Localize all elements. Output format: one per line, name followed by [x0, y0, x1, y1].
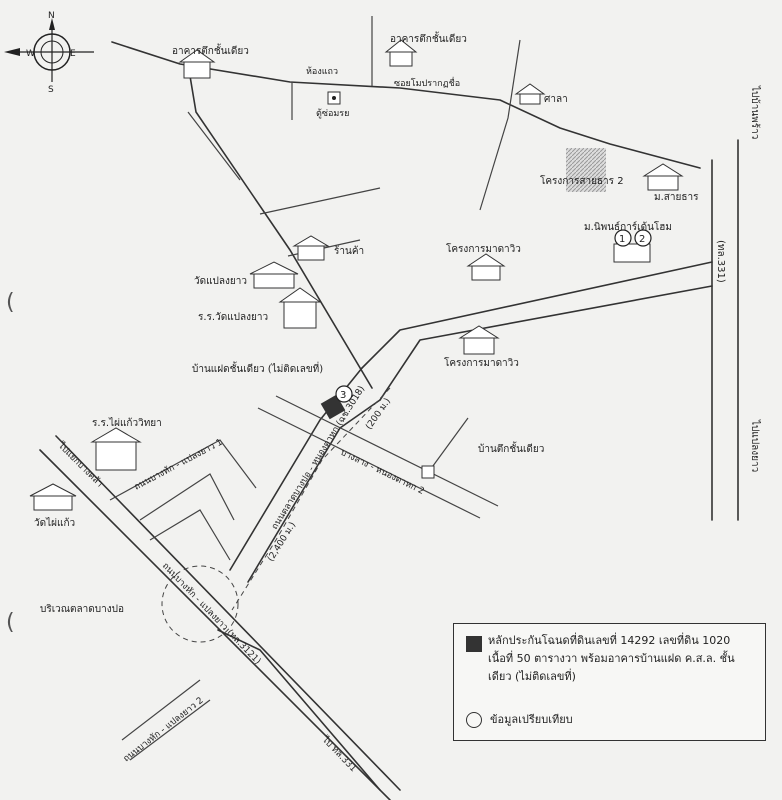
legend-box: หลักประกันโฉนดที่ดินเลขที่ 14292 เลขที่ด…	[453, 623, 766, 741]
project-mala-1-icon	[466, 253, 506, 281]
label-to-331: ไป ทล.331	[319, 734, 359, 774]
label-project-mala-2: โครงการมาดาวิว	[444, 356, 519, 369]
legend-subject-row: หลักประกันโฉนดที่ดินเลขที่ 14292 เลขที่ด…	[466, 626, 757, 690]
project-2-area	[566, 148, 606, 192]
label-soi-bangpakong-1: ถนนบางหัก - แปลงยาว 1	[133, 437, 225, 492]
legend-comparison-row: ข้อมูลเปรียบเทียบ	[466, 712, 757, 732]
comparison-1: 1	[619, 234, 625, 245]
binding-mark-top: (	[6, 290, 15, 315]
label-road-3121: ถนนบางหัก - แปลงยาว (ทล.3121)	[160, 561, 262, 667]
m-saithan-icon	[642, 163, 684, 191]
label-wat-phai-kaeo: วัดไผ่แก้ว	[34, 517, 75, 529]
comparison-2: 2	[639, 234, 645, 245]
wat-phai-kaeo-icon	[29, 483, 77, 511]
label-market-area: บริเวณตลาดบางปอ	[40, 604, 124, 615]
building-icons	[29, 39, 684, 511]
comparison-circle-icon	[466, 712, 482, 728]
label-subject-house: บ้านแฝดชั้นเดียว (ไม่ติดเลขที่)	[192, 361, 323, 375]
building-n-icon	[384, 39, 418, 67]
compass-rose: N W E S	[4, 11, 94, 95]
label-sala: ศาลา	[544, 94, 568, 105]
police-box-icon	[327, 91, 341, 105]
label-bldg-e: บ้านตึกชั้นเดียว	[478, 441, 544, 455]
label-m-nipon: ม.นิพนธ์การ์เด้นโฮม	[584, 220, 672, 233]
label-project-2: โครงการสายธาร 2	[540, 174, 624, 187]
subject-marker-swatch	[466, 636, 482, 652]
m-nipon-icon	[613, 243, 651, 263]
label-project-mala-1: โครงการมาดาวิว	[446, 242, 521, 255]
label-school-kaeo: ร.ร.ไผ่แก้ววิทยา	[92, 417, 162, 429]
building-nw-icon	[178, 49, 216, 79]
binding-mark-bottom: (	[6, 610, 15, 635]
legend-comparison-text: ข้อมูลเปรียบเทียบ	[490, 713, 573, 726]
school-kaeo-icon	[90, 427, 142, 471]
label-row-houses: ห้องแถว	[306, 66, 338, 77]
label-soi-small: บางลาง - หนองตาหก 2	[339, 448, 426, 497]
comparison-3: 3	[340, 390, 346, 401]
label-bldg-nw: อาคารตึกชั้นเดียว	[172, 43, 249, 57]
shop-icon	[292, 235, 330, 261]
label-bldg-n: อาคารตึกชั้นเดียว	[390, 31, 467, 45]
wat-plaeng-yao-icon	[249, 261, 299, 289]
label-wat-plaeng-yao: วัดแปลงยาว	[194, 276, 247, 287]
compass-east: E	[70, 49, 76, 59]
label-soi-top: ซอยโมปรากฏชื่อ	[394, 76, 460, 89]
legend-subject-text: หลักประกันโฉนดที่ดินเลขที่ 14292 เลขที่ด…	[488, 634, 735, 683]
label-to-plaeng-yao: ไปแปลงยาว	[749, 419, 761, 472]
bldg-e-icon	[421, 465, 435, 479]
compass-south: S	[48, 85, 54, 95]
compass-north: N	[48, 11, 55, 21]
road-network	[39, 16, 739, 800]
label-m-saithan: ม.สายธาร	[654, 192, 699, 203]
project-mala-2-icon	[458, 325, 500, 355]
label-shop: ร้านค้า	[334, 245, 364, 257]
label-to-ban-phrao: ไปบ้านพร้าว	[749, 85, 761, 139]
comparison-markers: 1 2 3	[335, 229, 652, 403]
sala-icon	[514, 83, 546, 105]
school-wat-icon	[278, 287, 322, 329]
label-road-331: (ทล.331)	[715, 240, 726, 283]
compass-west: W	[26, 49, 35, 59]
label-police-box: ตู้ซ่อมรย	[316, 108, 349, 119]
label-school-wat: ร.ร.วัดแปลงยาว	[198, 312, 268, 323]
